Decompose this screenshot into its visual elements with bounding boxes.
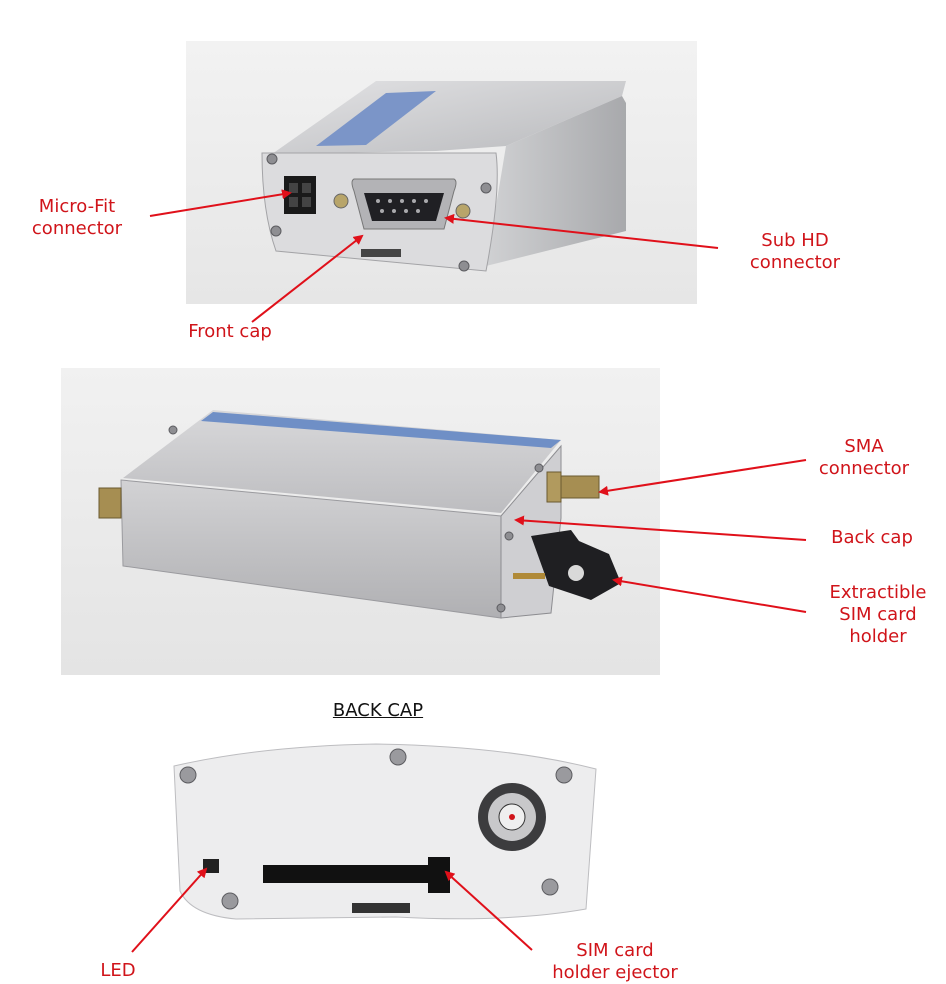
label-micro-fit-connector: Micro-Fit connector bbox=[31, 196, 123, 239]
label-front-cap: Front cap bbox=[188, 321, 272, 342]
label-sub-hd-connector: Sub HD connector bbox=[749, 230, 841, 273]
arrow-sma bbox=[598, 459, 807, 496]
modem-back-photo bbox=[61, 368, 660, 675]
arrow-front-cap bbox=[251, 234, 364, 323]
label-sim-card-holder: Extractible SIM card holder bbox=[829, 582, 927, 647]
arrow-sim-ejector bbox=[444, 870, 533, 951]
arrow-micro-fit bbox=[149, 189, 292, 217]
back-cap-heading: BACK CAP bbox=[332, 700, 424, 721]
modem-front-photo bbox=[186, 41, 697, 304]
label-back-cap: Back cap bbox=[831, 527, 913, 548]
back-cap-photo bbox=[166, 741, 606, 927]
label-sim-card-holder-ejector: SIM card holder ejector bbox=[552, 940, 678, 983]
arrow-sub-hd bbox=[444, 213, 719, 249]
label-led: LED bbox=[100, 960, 136, 981]
arrow-back-cap bbox=[514, 515, 807, 541]
arrow-led bbox=[131, 867, 208, 953]
label-sma-connector: SMA connector bbox=[818, 436, 910, 479]
arrow-sim-holder bbox=[612, 576, 807, 613]
